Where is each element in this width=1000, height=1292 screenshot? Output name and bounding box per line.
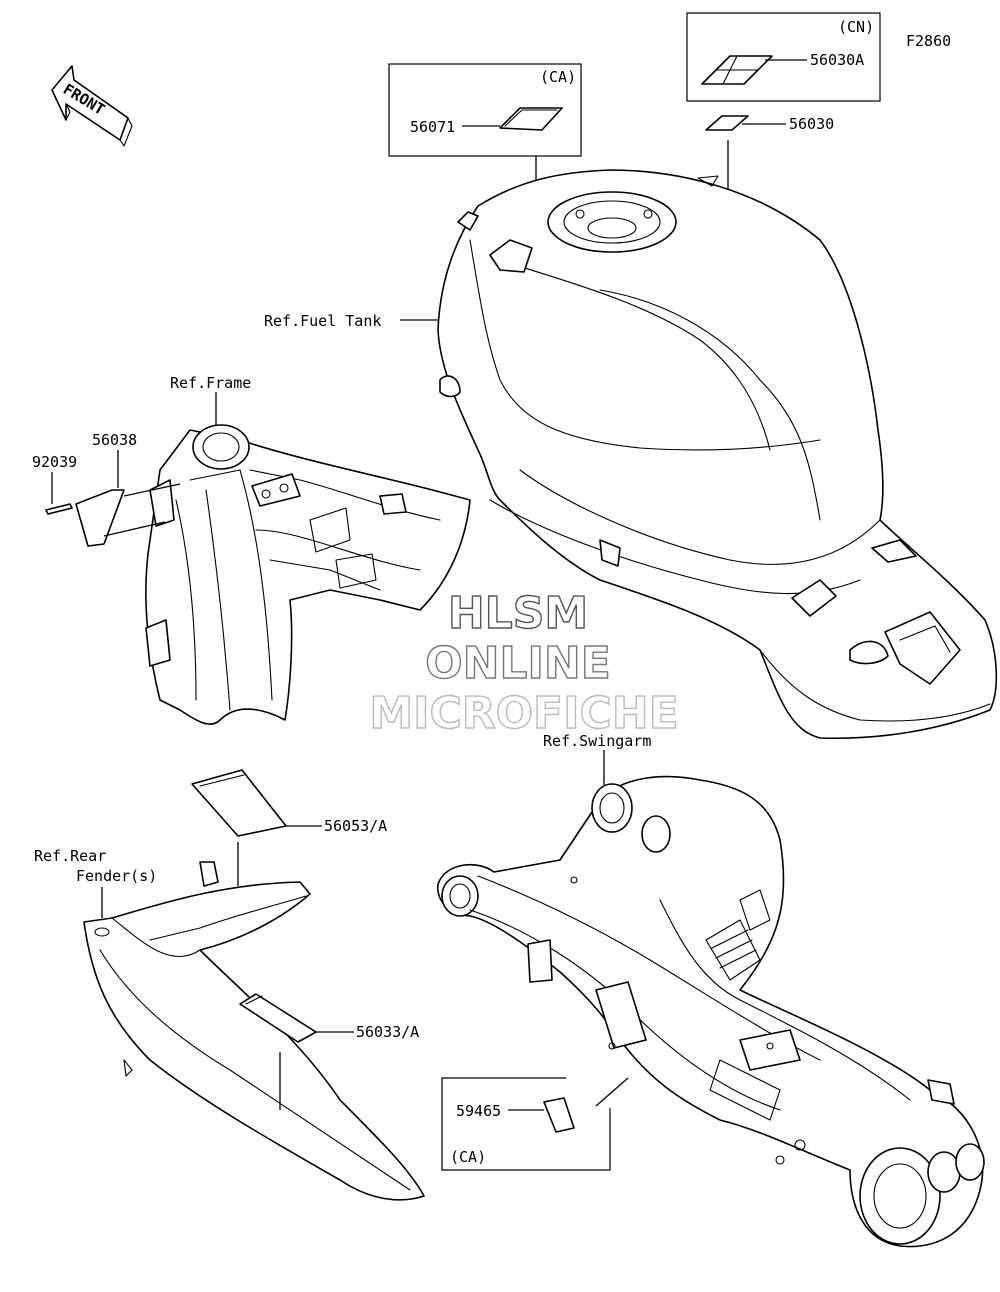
label-56053A-icon — [191, 769, 287, 837]
label-59465-icon — [543, 1097, 575, 1133]
ref-rear-fender-line2: Fender(s) — [76, 867, 157, 885]
rivet-92039-icon — [45, 503, 73, 515]
part-number-56030[interactable]: 56030 — [789, 115, 834, 133]
part-number-56033A[interactable]: 56033/A — [356, 1023, 419, 1041]
swingarm-drawing — [437, 775, 985, 1248]
front-arrow-icon: FRONT — [51, 65, 133, 147]
label-56071-icon — [499, 107, 563, 131]
label-56030-icon — [705, 115, 749, 131]
part-number-56038[interactable]: 56038 — [92, 431, 137, 449]
region-tag-ca-bottom: (CA) — [450, 1148, 486, 1166]
region-tag-ca-top: (CA) — [540, 68, 576, 86]
plate-56038-icon — [75, 489, 125, 547]
frame-drawing — [145, 424, 471, 725]
ref-frame: Ref.Frame — [170, 374, 251, 392]
watermark: HLSM ONLINE MICROFICHE — [369, 587, 680, 739]
ref-swingarm: Ref.Swingarm — [543, 732, 651, 750]
ref-fuel-tank: Ref.Fuel Tank — [264, 312, 381, 330]
part-number-59465[interactable]: 59465 — [456, 1102, 501, 1120]
ca-box-56071: (CA) 56071 — [388, 63, 582, 200]
part-number-56071[interactable]: 56071 — [410, 118, 455, 136]
part-number-56053A[interactable]: 56053/A — [324, 817, 387, 835]
watermark-line2: ONLINE — [425, 638, 611, 689]
fuel-tank-drawing — [437, 169, 998, 740]
region-tag-cn: (CN) — [838, 18, 874, 36]
watermark-line3: MICROFICHE — [369, 688, 678, 739]
figure-code: F2860 — [906, 32, 951, 50]
part-number-56030A[interactable]: 56030A — [810, 51, 864, 69]
cn-box-56030A: (CN) 56030A — [686, 12, 881, 102]
ca-box-59465: (CA) 59465 — [441, 1077, 629, 1171]
ref-rear-fender-line1: Ref.Rear — [34, 847, 106, 865]
rear-fender-drawing — [83, 861, 425, 1201]
part-number-92039[interactable]: 92039 — [32, 453, 77, 471]
watermark-line1: HLSM — [448, 588, 588, 639]
